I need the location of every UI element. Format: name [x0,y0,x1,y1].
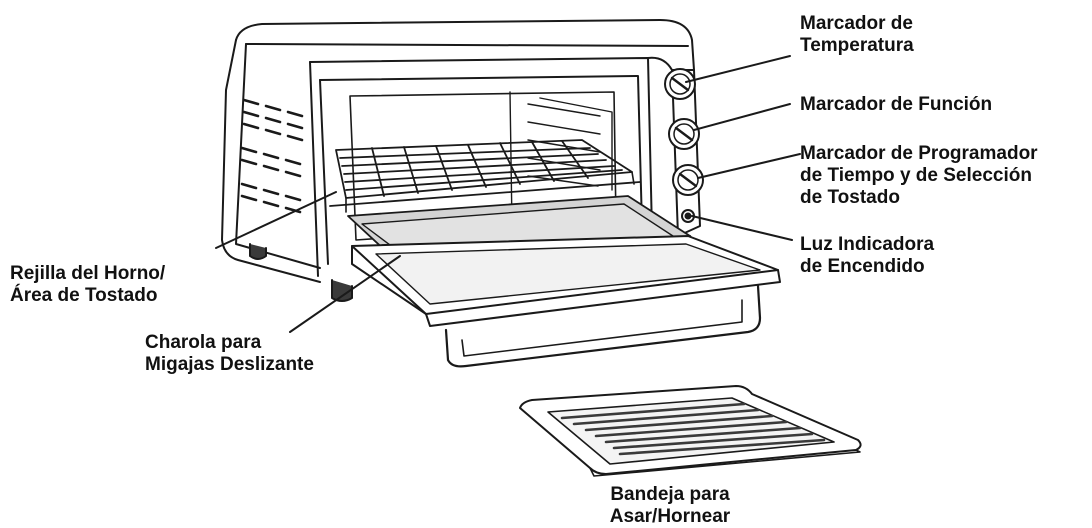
label-oven-rack: Rejilla del Horno/ Área de Tostado [10,263,166,306]
label-crumb-tray: Charola para Migajas Deslizante [145,332,314,375]
leader-function [693,103,791,131]
label-bake-pan: Bandeja para Asar/Hornear [609,484,731,527]
oven-door [351,235,781,368]
door-handle [444,284,762,368]
label-temperature-dial: Marcador de Temperatura [800,13,914,56]
leader-timer [697,153,801,179]
bake-pan [519,385,862,477]
leader-rack [215,191,337,249]
function-dial-icon [668,118,700,150]
oven-rack [329,139,641,213]
label-function-dial: Marcador de Función [800,94,993,115]
timer-dial-icon [672,164,704,196]
leader-crumb-tray [289,255,401,333]
label-timer-dial: Marcador de Programador de Tiempo y de S… [800,143,1038,208]
leader-power-light [691,215,793,241]
leader-temperature [685,55,791,83]
leader-lines [215,55,801,333]
temperature-dial-icon [664,68,696,100]
side-vents [240,98,304,214]
label-power-light: Luz Indicadora de Encendido [800,234,935,277]
